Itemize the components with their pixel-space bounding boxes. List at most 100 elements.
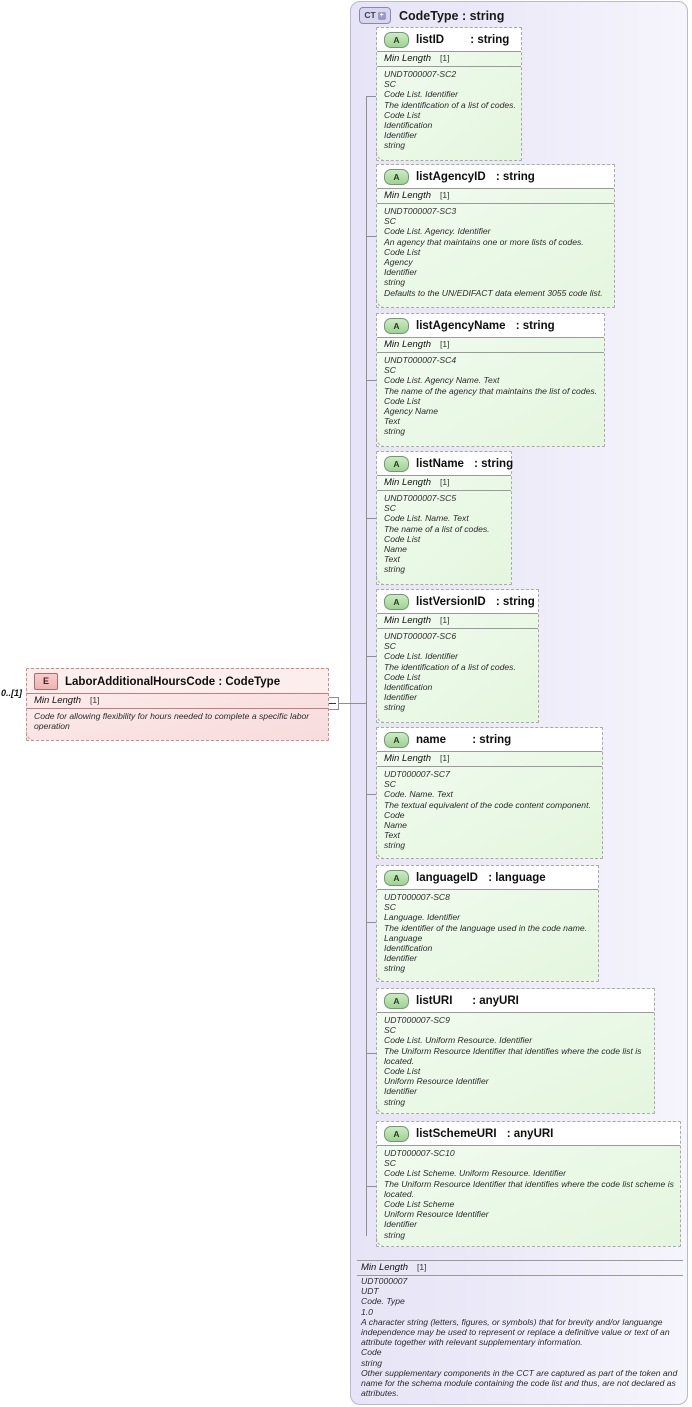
attribute-name: listSchemeURI (416, 1128, 500, 1140)
documentation-line: Code List (384, 395, 421, 406)
documentation-line: UNDT000007-SC5 (384, 493, 457, 503)
documentation-line: Uniform Resource Identifier (384, 1076, 489, 1087)
documentation-line: Identifier (384, 692, 417, 703)
attr-stub-listagencyname (366, 380, 376, 381)
complextype-badge[interactable]: CT+ (359, 7, 391, 24)
element-facet-label: Min Length (34, 695, 82, 706)
documentation-line: Code List (384, 1066, 421, 1077)
documentation-line: Code List (384, 246, 421, 257)
documentation-line: Language (384, 932, 423, 943)
attribute-name: listURI (416, 995, 466, 1007)
documentation-line: Text (384, 416, 400, 427)
attribute-facet-label: Min Length (384, 190, 432, 201)
documentation-line: The identifier of the language used in t… (384, 922, 588, 933)
attribute-type: : anyURI (472, 995, 519, 1007)
attr-stub-listschemeuri (366, 1186, 376, 1187)
documentation-line: string (384, 277, 406, 288)
attribute-name: name (416, 734, 466, 746)
attribute-name: listVersionID (416, 596, 489, 608)
documentation-line: UNDT000007-SC6 (384, 631, 457, 641)
attr-stub-listname (366, 518, 376, 519)
documentation-line: Uniform Resource Identifier (384, 1209, 489, 1220)
attribute-badge: A (384, 1126, 409, 1142)
documentation-line: string (384, 963, 406, 974)
documentation-line: SC (384, 1025, 396, 1036)
documentation-line: UDT000007-SC10 (384, 1148, 455, 1158)
documentation-line: Agency Name (384, 406, 438, 417)
documentation-line: UNDT000007-SC2 (384, 69, 457, 79)
documentation-line: Code List (384, 533, 421, 544)
documentation-line: UDT (361, 1286, 379, 1297)
complextype-facet-row: Min Length [1] (357, 1260, 683, 1276)
attribute-facet-label: Min Length (384, 753, 432, 764)
attr-stub-languageid (366, 922, 376, 923)
attr-stub-listuri (366, 1053, 376, 1054)
documentation-line: Code. Type (361, 1296, 405, 1307)
attribute-badge: A (384, 32, 409, 48)
attribute-facet-occurrence: [1] (440, 190, 450, 200)
documentation-line: Code List Scheme. Uniform Resource. Iden… (384, 1168, 566, 1179)
documentation-line: Identifier (384, 953, 417, 964)
documentation-line: SC (384, 216, 396, 227)
documentation-line: UDT000007 (361, 1276, 408, 1286)
attribute-facet-label: Min Length (384, 615, 432, 626)
documentation-line: Other supplementary components in the CC… (361, 1367, 678, 1399)
documentation-line: Name (384, 544, 407, 555)
documentation-line: string (384, 702, 406, 713)
documentation-line: Code List Scheme (384, 1199, 455, 1210)
documentation-line: string (384, 840, 406, 851)
element-header: E LaborAdditionalHoursCode : CodeType (27, 669, 328, 694)
attribute-facet-row: Min Length[1] (377, 752, 602, 767)
attribute-name: listName (416, 458, 468, 470)
documentation-line: string (384, 426, 406, 437)
expand-plus-icon[interactable]: + (377, 11, 386, 20)
complextype-facet-occurrence: [1] (417, 1262, 427, 1272)
attribute-type: : string (472, 734, 512, 746)
attribute-facet-occurrence: [1] (440, 477, 450, 487)
element-facet-occurrence: [1] (90, 695, 100, 705)
complextype-facet-label: Min Length (361, 1262, 409, 1273)
documentation-line: Code List. Identifier (384, 651, 459, 662)
attribute-facet-label: Min Length (384, 53, 432, 64)
attribute-facet-row: Min Length[1] (377, 338, 604, 353)
documentation-line: Identifier (384, 130, 417, 141)
documentation-line: The identification of a list of codes. (384, 99, 516, 110)
documentation-line: Defaults to the UN/EDIFACT data element … (384, 287, 603, 298)
element-title: LaborAdditionalHoursCode : CodeType (65, 675, 281, 688)
documentation-line: string (384, 1229, 406, 1240)
complextype-badge-label: CT (364, 10, 376, 21)
element-box-laboradditionalhourscode[interactable]: E LaborAdditionalHoursCode : CodeType Mi… (26, 668, 329, 741)
element-badge: E (34, 673, 58, 690)
attribute-type: : string (495, 596, 535, 608)
complextype-title: CodeType : string (399, 8, 505, 23)
attr-stub-listid (366, 96, 376, 97)
documentation-line: Identification (384, 943, 433, 954)
documentation-line: string (384, 564, 406, 575)
element-facet-row: Min Length [1] (27, 694, 328, 709)
attribute-type: : string (474, 458, 514, 470)
documentation-line: Name (384, 820, 407, 831)
attribute-name: listAgencyName (416, 320, 509, 332)
documentation-line: Code List (384, 109, 421, 120)
documentation-line: SC (384, 503, 396, 514)
attribute-type: : string (515, 320, 555, 332)
documentation-line: Text (384, 554, 400, 565)
